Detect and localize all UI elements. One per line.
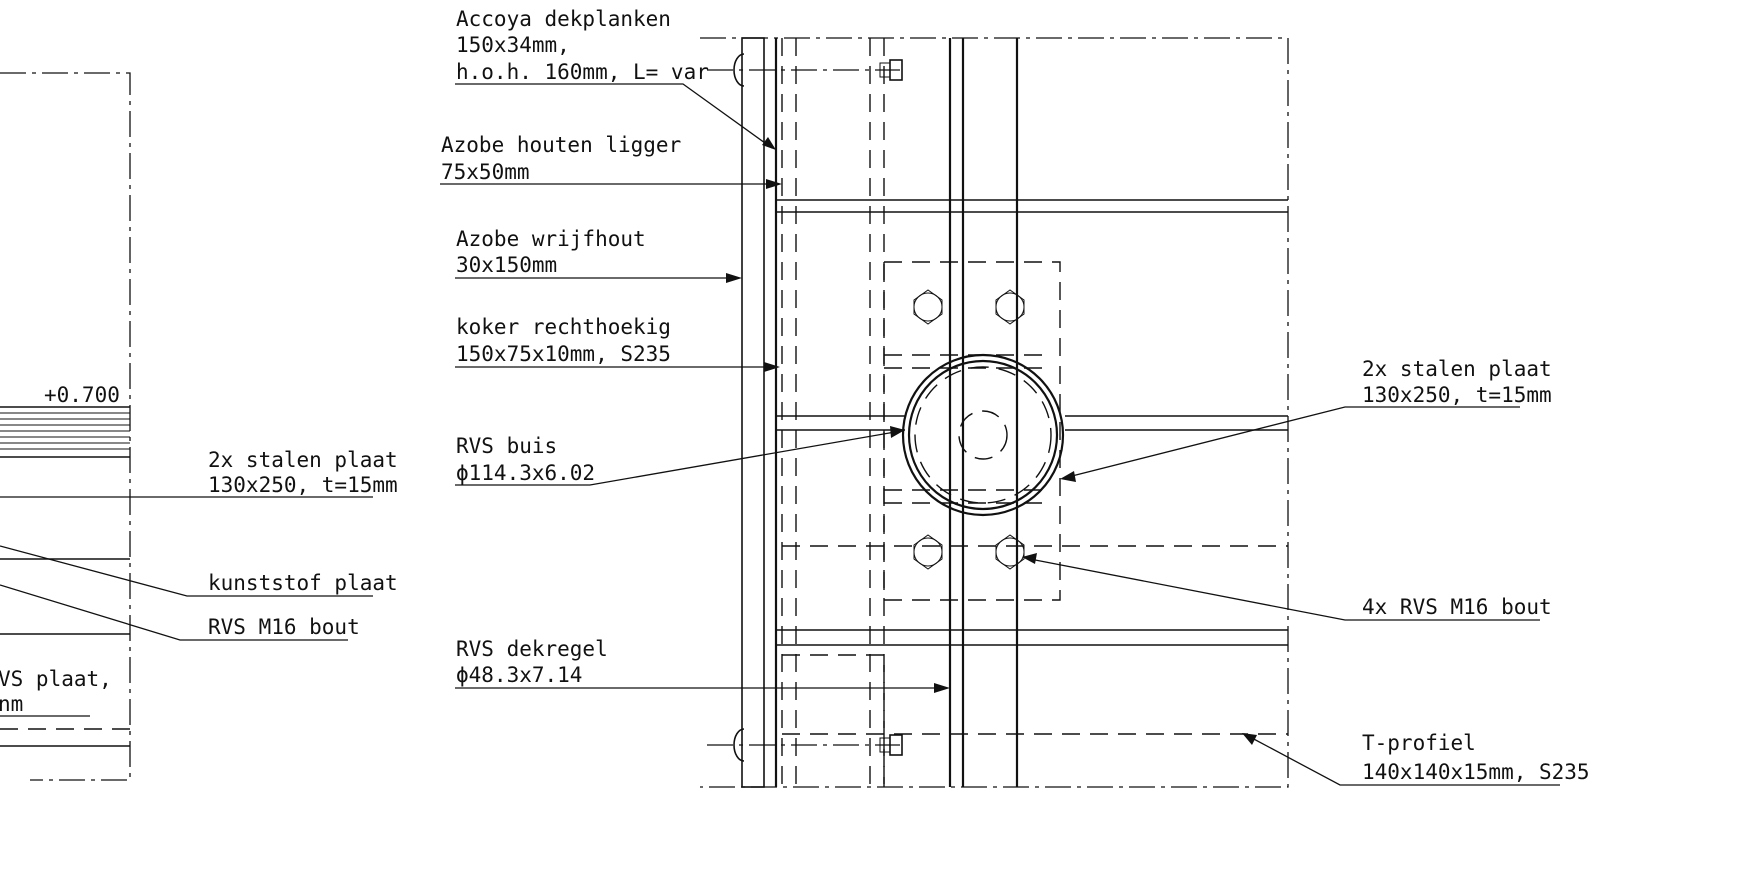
bolt-symbol-tr — [995, 289, 1025, 325]
bolt-symbol-br — [995, 534, 1025, 570]
label-wrijfhout-2: 30x150mm — [456, 253, 557, 277]
label-accoya-2: 150x34mm, — [456, 33, 570, 57]
left-label-m16-bout: RVS M16 bout — [208, 615, 360, 639]
leader-accoya — [455, 83, 773, 149]
bolt-symbol-tl — [913, 289, 943, 325]
elevation-label: +0.700 — [44, 383, 120, 407]
label-accoya-3: h.o.h. 160mm, L= var — [456, 60, 709, 84]
main-outline-centerline — [700, 37, 1289, 788]
label-azobe-ligger-1: Azobe houten ligger — [441, 133, 681, 157]
label-koker-2: 150x75x10mm, S235 — [456, 342, 671, 366]
label-stalen-plaat-1: 2x stalen plaat — [1362, 357, 1552, 381]
bolt-symbol-bl — [913, 534, 943, 570]
leader-t-profiel — [1249, 736, 1560, 786]
label-m16-bout: 4x RVS M16 bout — [1362, 595, 1552, 619]
left-section-view — [0, 72, 373, 781]
label-rvs-buis-1: RVS buis — [456, 434, 557, 458]
label-dekregel-1: RVS dekregel — [456, 637, 608, 661]
label-accoya-1: Accoya dekplanken — [456, 7, 671, 31]
rvs-buis-pipe — [901, 353, 1065, 517]
annotation-texts: +0.700 2x stalen plaat 130x250, t=15mm k… — [0, 7, 1590, 784]
label-koker-1: koker rechthoekig — [456, 315, 671, 339]
left-label-rvs-plaat-1: VS plaat, — [0, 667, 112, 691]
leader-rvs-buis — [455, 431, 896, 486]
through-bolt-bottom — [707, 728, 903, 762]
label-t-profiel-2: 140x140x15mm, S235 — [1362, 760, 1590, 784]
left-label-stalen-plaat-2: 130x250, t=15mm — [208, 473, 398, 497]
label-wrijfhout-1: Azobe wrijfhout — [456, 227, 646, 251]
label-t-profiel-1: T-profiel — [1362, 731, 1476, 755]
label-dekregel-2: ϕ48.3x7.14 — [456, 663, 582, 687]
left-label-stalen-plaat-1: 2x stalen plaat — [208, 448, 398, 472]
wrijfhout-strip — [741, 37, 765, 788]
through-bolt-top — [707, 53, 903, 87]
label-rvs-buis-2: ϕ114.3x6.02 — [456, 461, 595, 485]
left-label-kunststof-plaat: kunststof plaat — [208, 571, 398, 595]
leader-stalen-plaat — [1067, 406, 1520, 478]
left-outline-centerline — [0, 72, 131, 781]
left-label-rvs-plaat-2: nm — [0, 692, 23, 716]
label-azobe-ligger-2: 75x50mm — [441, 160, 530, 184]
leader-m16-bout — [1029, 558, 1540, 621]
label-stalen-plaat-2: 130x250, t=15mm — [1362, 383, 1552, 407]
main-plan-view — [440, 37, 1560, 788]
hatch-lines — [0, 412, 130, 450]
